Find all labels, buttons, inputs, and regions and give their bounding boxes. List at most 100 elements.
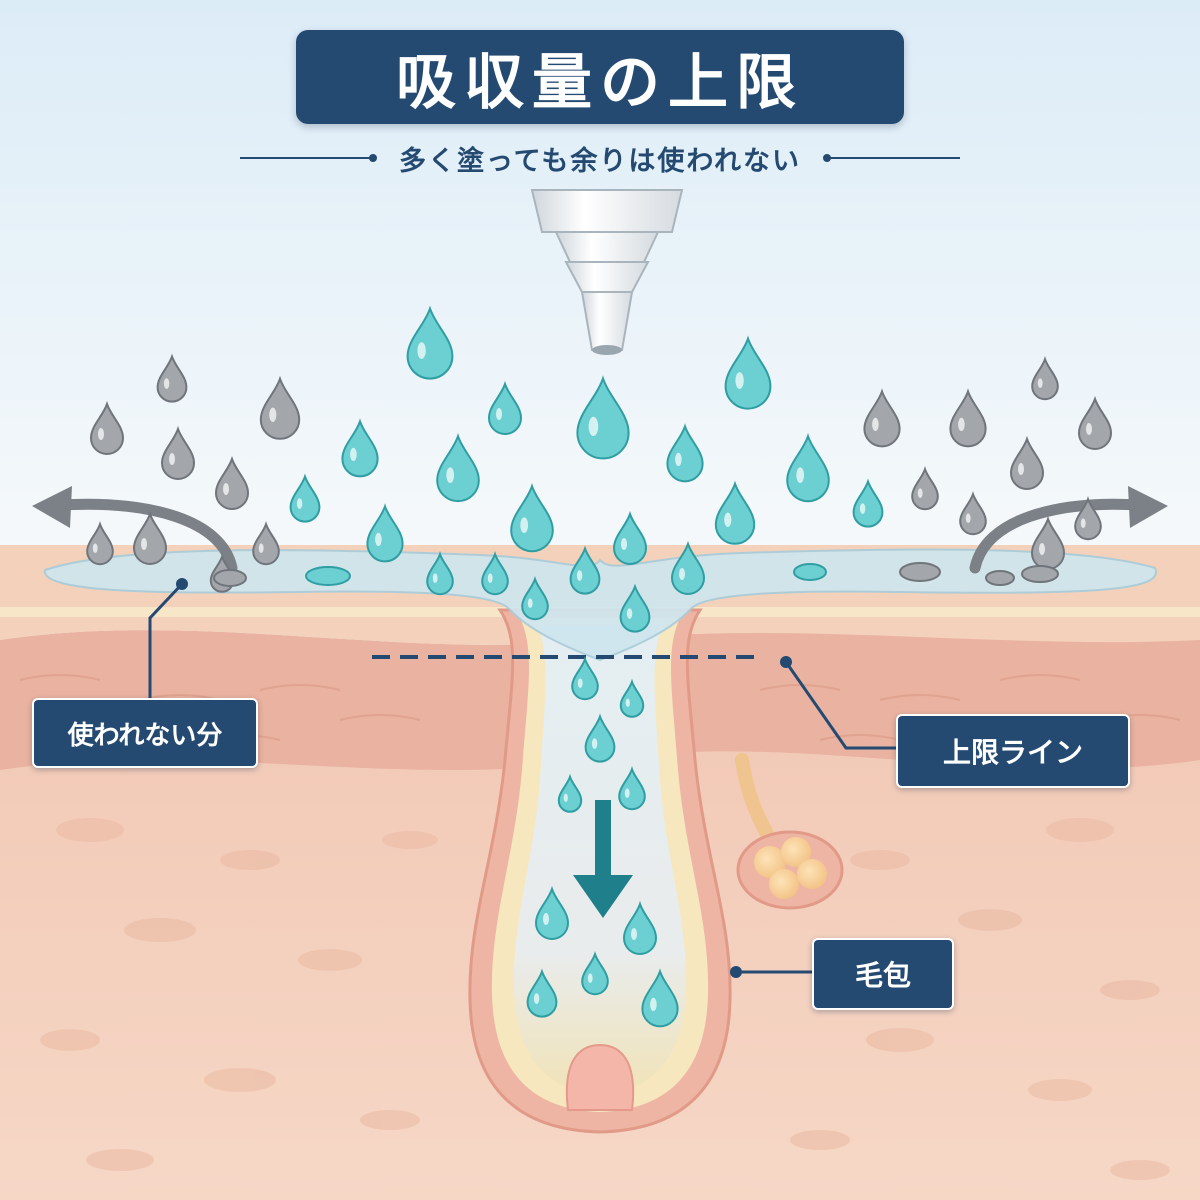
subtitle-row: 多く塗っても余りは使われない	[240, 140, 961, 177]
absorption-arrow	[573, 800, 633, 918]
unused-drop	[1074, 496, 1102, 541]
unused-drop	[132, 510, 168, 565]
label-unused: 使われない分	[32, 698, 258, 768]
absorbed-drop-highlight	[587, 973, 593, 983]
unused-drop-highlight	[1086, 423, 1092, 435]
absorbed-drop	[366, 503, 404, 563]
label-follicle: 毛包	[812, 938, 954, 1010]
page-title: 吸収量の上限	[396, 47, 804, 118]
absorbed-drop	[571, 656, 599, 701]
sebaceous-duct	[735, 753, 777, 847]
absorbed-drop	[557, 773, 583, 813]
unused-drop-highlight	[872, 417, 879, 431]
unused-drop-highlight	[1080, 518, 1086, 528]
unused-drop-highlight	[1037, 378, 1043, 389]
unused-drop-highlight	[958, 417, 965, 431]
unused-drops	[86, 353, 1113, 593]
absorbed-drop-highlight	[375, 532, 382, 547]
subtitle: 多く塗っても余りは使われない	[399, 145, 801, 177]
absorbed-drop-highlight	[626, 608, 633, 619]
absorbed-drop-highlight	[543, 913, 549, 925]
subtitle-rule-left	[240, 154, 378, 162]
absorbed-drop	[619, 583, 651, 633]
absorbed-drop	[510, 483, 554, 553]
absorbed-drop-highlight	[675, 452, 682, 466]
unused-drop	[86, 521, 114, 566]
absorbed-drop	[618, 766, 646, 811]
title-banner: 吸収量の上限	[296, 30, 904, 124]
absorbed-drop-highlight	[417, 342, 426, 359]
absorbed-drop-highlight	[679, 568, 685, 580]
unused-drop-highlight	[1039, 543, 1045, 555]
unused-drop	[252, 521, 280, 566]
absorbed-drop-highlight	[533, 993, 540, 1004]
unused-leader-line	[148, 582, 184, 700]
unused-drop-highlight	[965, 513, 971, 523]
absorbed-drop	[526, 968, 558, 1018]
unused-drop-highlight	[169, 453, 175, 465]
unused-drop-highlight	[98, 428, 104, 440]
absorbed-drop	[619, 678, 645, 718]
absorbed-drop-highlight	[350, 447, 357, 461]
surface-puddle	[985, 570, 1015, 586]
right-overflow-arrow	[969, 486, 1168, 574]
unused-puddles	[213, 562, 1059, 587]
unused-drop	[863, 388, 901, 448]
absorbed-drop-highlight	[520, 517, 529, 533]
absorbed-drop-highlight	[859, 503, 866, 514]
unused-drop	[959, 491, 987, 536]
absorbed-drop	[714, 480, 756, 545]
absorbed-drop-highlight	[487, 573, 493, 583]
unused-drop	[214, 455, 250, 510]
absorbed-drop	[481, 551, 509, 596]
absorbed-drop	[521, 576, 549, 621]
limit-leader-line	[784, 661, 898, 750]
surface-puddle	[213, 569, 247, 587]
absorbed-drop	[576, 375, 630, 460]
absorbed-drop-highlight	[625, 698, 630, 707]
absorbed-drop	[666, 423, 704, 483]
surface-puddle	[305, 566, 351, 586]
absorbed-drop	[406, 305, 454, 380]
unused-drop	[1077, 395, 1113, 450]
dermal-papilla	[565, 1043, 635, 1111]
absorbed-drop	[426, 551, 454, 596]
absorbed-drop	[569, 545, 601, 595]
absorbed-drop	[786, 433, 830, 503]
absorbed-drop-highlight	[621, 538, 627, 550]
unused-drop-highlight	[223, 483, 229, 495]
absorbed-drop-highlight	[796, 467, 805, 484]
absorbed-drop-highlight	[650, 997, 657, 1012]
absorbed-drop	[852, 478, 884, 528]
absorbed-drop-highlight	[496, 408, 502, 420]
absorbed-drop	[724, 335, 772, 410]
absorbed-drop-highlight	[591, 738, 598, 749]
unused-drop	[160, 425, 196, 480]
absorbed-drop-highlight	[563, 793, 568, 802]
absorbed-drop	[341, 418, 379, 478]
unused-drop-highlight	[269, 407, 277, 422]
sebaceous-gland	[736, 830, 844, 910]
absorbed-drop	[584, 713, 616, 763]
absorbed-drop-highlight	[432, 573, 438, 583]
label-limit-line: 上限ライン	[896, 714, 1130, 788]
unused-drop-highlight	[1018, 463, 1024, 475]
unused-drop	[911, 466, 939, 511]
unused-drop-highlight	[92, 543, 98, 553]
absorbed-drop	[534, 885, 570, 940]
absorbed-drop-highlight	[724, 512, 732, 527]
absorbed-drop-highlight	[631, 928, 637, 940]
absorbed-drop-highlight	[446, 467, 455, 484]
subtitle-rule-right	[822, 154, 961, 162]
absorbed-drop	[622, 900, 658, 955]
surface-puddle	[1021, 565, 1059, 583]
follicle-leader-marker	[730, 966, 742, 978]
absorbed-drops	[289, 305, 884, 1028]
absorbed-drop-highlight	[576, 570, 583, 581]
absorbed-drop	[289, 473, 321, 523]
absorbed-drop-highlight	[624, 788, 630, 798]
absorbed-drop-highlight	[735, 372, 744, 389]
unused-drop	[1009, 435, 1045, 490]
